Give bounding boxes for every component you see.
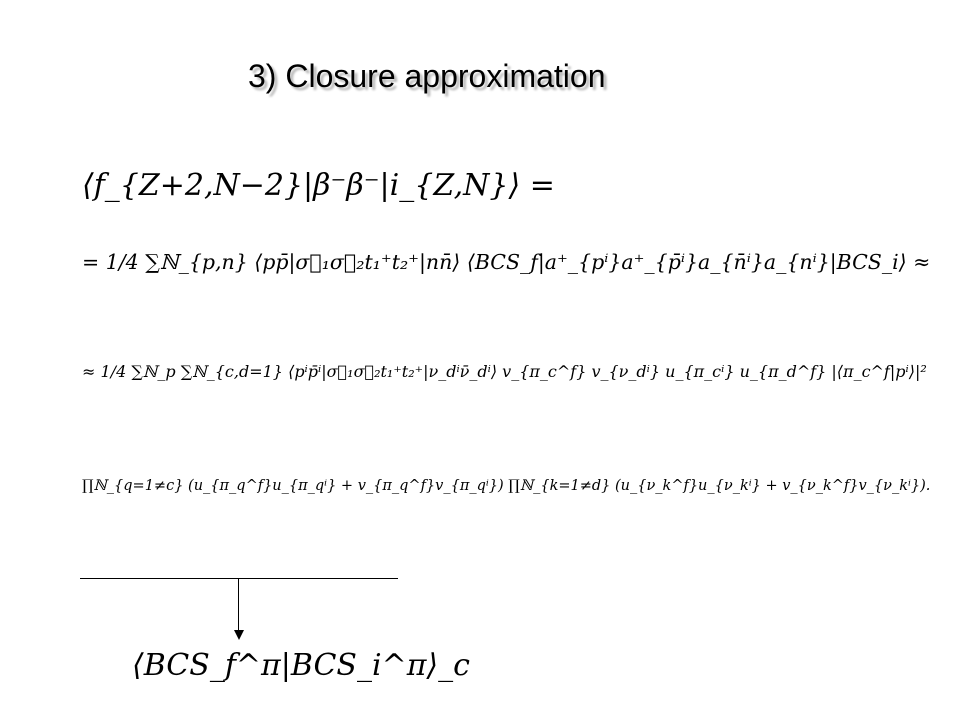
down-arrow-icon: [234, 630, 244, 640]
down-arrow-shaft: [238, 578, 239, 632]
bcs-overlap-result: ⟨BCS_f^π|BCS_i^π⟩_c: [132, 648, 470, 683]
slide-title: 3) Closure approximation: [248, 58, 606, 94]
product-underline: [80, 578, 398, 579]
equation-line-4: ∏ℕ_{q=1≠c} (u_{π_q^f}u_{π_qⁱ} + v_{π_q^f…: [82, 478, 931, 494]
equation-line-3: ≈ 1/4 ∑ℕ_p ∑ℕ_{c,d=1} ⟨pⁱp̄ⁱ|σ⃗₁σ⃗₂t₁⁺t₂…: [82, 362, 927, 381]
equation-line-2: = 1/4 ∑ℕ_{p,n} ⟨pp̄|σ⃗₁σ⃗₂t₁⁺t₂⁺|nn̄⟩ ⟨B…: [82, 250, 931, 274]
equation-line-1: ⟨f_{Z+2,N−2}|β⁻β⁻|i_{Z,N}⟩ =: [82, 168, 555, 203]
